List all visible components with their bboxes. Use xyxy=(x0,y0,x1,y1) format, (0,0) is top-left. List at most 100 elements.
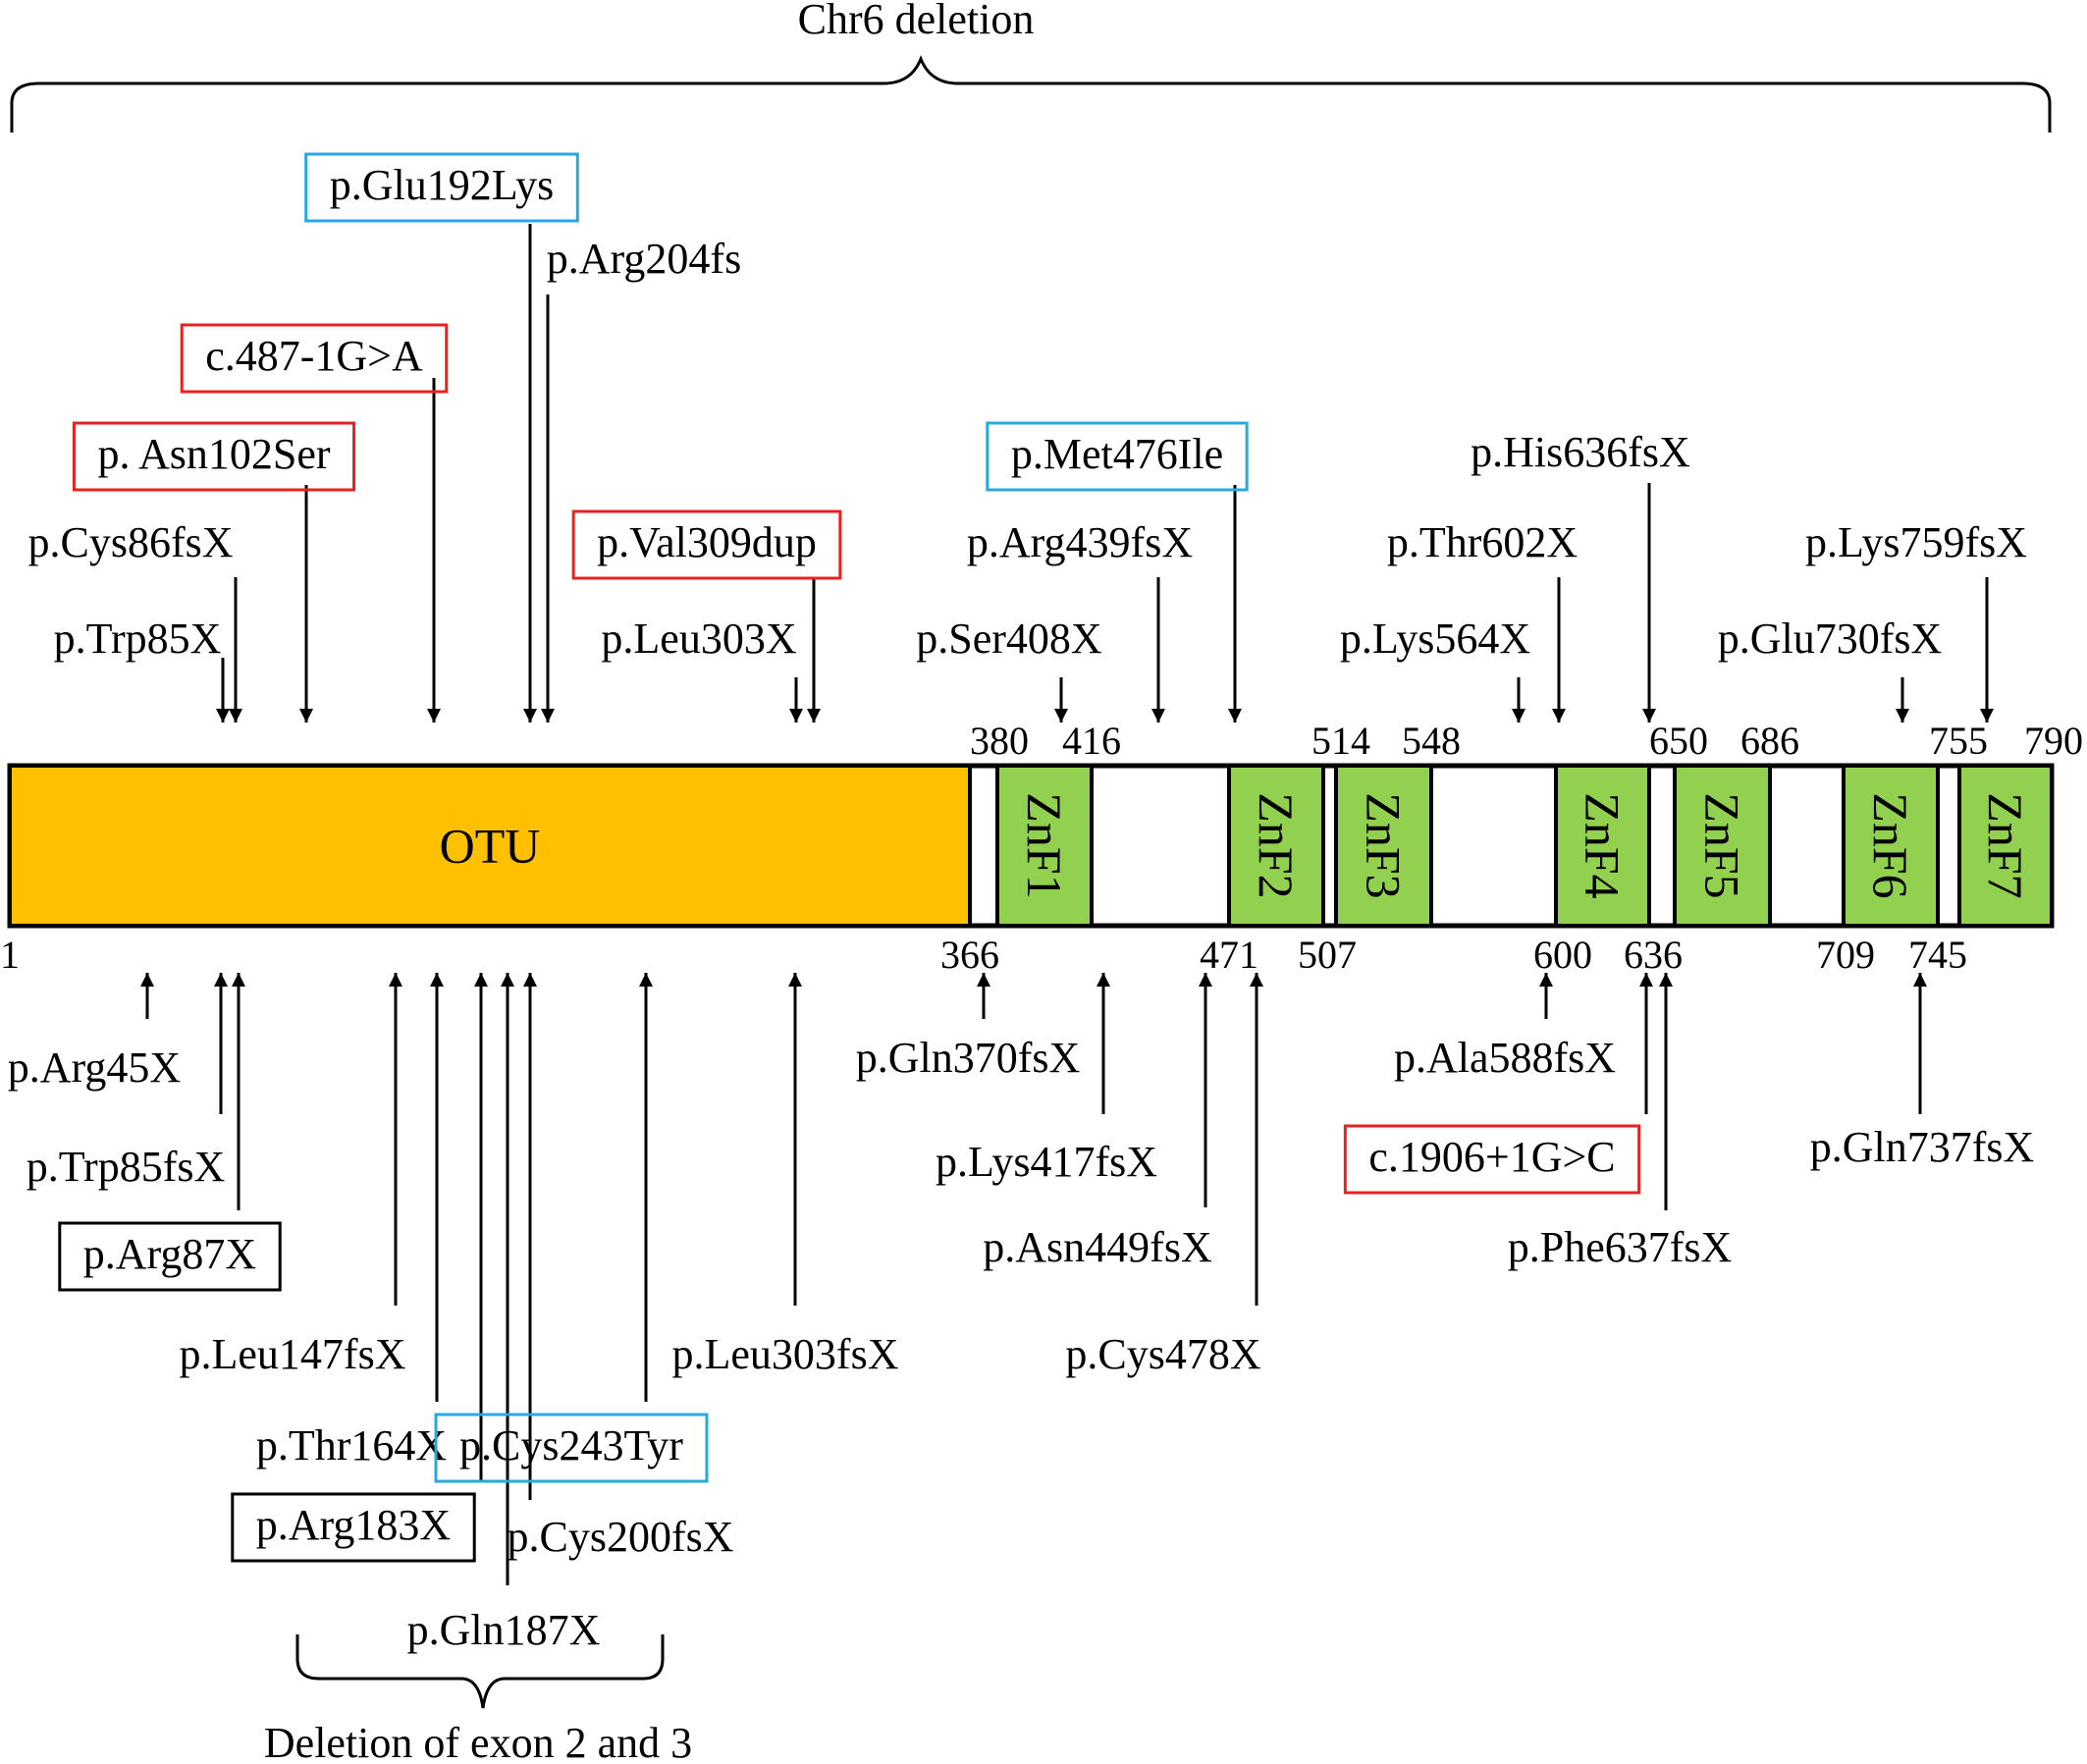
mutation-box-blue xyxy=(434,1413,709,1483)
protein-schematic: OTU ZnF1 ZnF2 ZnF3 ZnF4 ZnF5 ZnF6 ZnF7 xyxy=(7,763,2055,929)
domain-znf1-label: ZnF1 xyxy=(1017,792,1072,898)
mutation-label: p.Glu730fsX xyxy=(1718,615,1943,663)
mutation-p-val309dup: p.Val309dup xyxy=(571,509,842,580)
mutation-box-red xyxy=(571,509,842,580)
mutation-p-phe637fsx: p.Phe637fsX xyxy=(1508,1223,1733,1271)
mutation-p-arg87x: p.Arg87X xyxy=(58,1221,282,1292)
domain-znf3-label: ZnF3 xyxy=(1357,792,1412,898)
residue-number-top: 650 xyxy=(1649,719,1708,763)
mutation-c-1906-1g-c: c.1906+1G>C xyxy=(1343,1124,1641,1195)
mutation-p-lys417fsx: p.Lys417fsX xyxy=(936,1138,1157,1186)
mutation-box-blue xyxy=(986,421,1249,492)
residue-number-bottom: 366 xyxy=(940,933,999,977)
mutation-label: p.Lys564X xyxy=(1340,615,1530,663)
mutation-label: p.Leu147fsX xyxy=(180,1330,406,1378)
residue-number-bottom: 709 xyxy=(1816,933,1875,977)
mutation-label: p.Lys417fsX xyxy=(936,1138,1157,1186)
mutation-label: p.Trp85X xyxy=(54,615,222,663)
domain-znf5: ZnF5 xyxy=(1673,764,1772,928)
mutation-label: p.Arg439fsX xyxy=(967,518,1193,566)
mutation-p-his636fsx: p.His636fsX xyxy=(1471,428,1690,476)
mutation-p-glu730fsx: p.Glu730fsX xyxy=(1718,615,1943,663)
residue-number-top: 548 xyxy=(1402,719,1461,763)
domain-znf3-box xyxy=(1334,764,1433,928)
domain-znf5-box xyxy=(1673,764,1772,928)
mutation-label: p.Ala588fsX xyxy=(1394,1034,1616,1082)
mutation-label: p.Arg87X xyxy=(83,1230,256,1278)
mutation-p-asn449fsx: p.Asn449fsX xyxy=(983,1223,1211,1271)
mutation-p-thr164x: p.Thr164X xyxy=(256,1421,447,1470)
mutation-p-arg183x: p.Arg183X xyxy=(231,1492,476,1563)
exon-deletion-bracket xyxy=(295,1634,665,1709)
mutation-box-black xyxy=(231,1492,476,1563)
mutation-p-gln187x: p.Gln187X xyxy=(407,1606,601,1654)
chr6-deletion-label: Chr6 deletion xyxy=(798,0,1035,43)
mutation-p-lys564x: p.Lys564X xyxy=(1340,615,1530,663)
mutation-box-red xyxy=(1343,1124,1641,1195)
residue-number-bottom: 507 xyxy=(1298,933,1357,977)
domain-otu-label: OTU xyxy=(440,819,541,874)
mutation-p-arg204fs: p.Arg204fs xyxy=(547,235,741,283)
domain-znf4-label: ZnF4 xyxy=(1576,792,1631,898)
mutation-label: p.Gln187X xyxy=(407,1606,601,1654)
mutation-label: p.Met476Ile xyxy=(1011,430,1223,478)
mutation-label: p. Asn102Ser xyxy=(97,430,330,478)
mutation-p-ala588fsx: p.Ala588fsX xyxy=(1394,1034,1616,1082)
domain-znf7: ZnF7 xyxy=(1957,764,2054,928)
mutation-label: p.Val309dup xyxy=(597,518,817,566)
residue-number-top: 686 xyxy=(1740,719,1799,763)
exon-deletion-label: Deletion of exon 2 and 3 xyxy=(264,1719,692,1764)
mutation-label: p.Cys86fsX xyxy=(27,518,233,566)
exon-deletion-brace: Deletion of exon 2 and 3 xyxy=(264,1634,692,1764)
residue-number-top: 514 xyxy=(1311,719,1370,763)
mutation-labels: p.Glu192Lys p.Arg204fs c.487-1G>A p. Asn102… xyxy=(8,152,2035,1654)
domain-znf4: ZnF4 xyxy=(1554,764,1651,928)
mutation-p-met476ile: p.Met476Ile xyxy=(986,421,1249,492)
mutation-label: p.Cys478X xyxy=(1065,1330,1260,1378)
mutation-p-leu303fsx: p.Leu303fsX xyxy=(672,1330,899,1378)
domain-znf2-label: ZnF2 xyxy=(1249,792,1304,898)
mutation-label: p.Leu303fsX xyxy=(672,1330,899,1378)
mutation-label: p.His636fsX xyxy=(1471,428,1690,476)
mutation-box-red xyxy=(180,323,449,394)
mutation-label: p.Ser408X xyxy=(916,615,1101,663)
mutation-box-blue xyxy=(304,152,579,223)
residue-number-bottom: 745 xyxy=(1908,933,1967,977)
mutation-p-trp85x: p.Trp85X xyxy=(54,615,222,663)
mutation-p-cys200fsx: p.Cys200fsX xyxy=(507,1513,733,1561)
residue-number-bottom: 471 xyxy=(1200,933,1258,977)
domain-group: OTU ZnF1 ZnF2 ZnF3 ZnF4 ZnF5 ZnF6 ZnF7 xyxy=(8,764,2054,928)
residue-number-bottom: 1 xyxy=(0,933,20,977)
domain-znf6-label: ZnF6 xyxy=(1863,792,1918,898)
mutation-label: p.Leu303X xyxy=(601,615,796,663)
domain-znf6: ZnF6 xyxy=(1842,764,1940,928)
domain-znf1-box xyxy=(995,764,1094,928)
mutation-label: p.Cys200fsX xyxy=(507,1513,733,1561)
mutation-label: p.Thr164X xyxy=(256,1421,447,1470)
mutation-label: p.Gln737fsX xyxy=(1810,1123,2035,1171)
mutation-label: p.Cys243Tyr xyxy=(459,1421,683,1470)
domain-znf7-box xyxy=(1957,764,2054,928)
residue-number-bottom: 636 xyxy=(1624,933,1683,977)
chr6-deletion-bracket xyxy=(10,54,2052,133)
mutation-c-487-1g-a: c.487-1G>A xyxy=(180,323,449,394)
domain-znf4-box xyxy=(1554,764,1651,928)
mutation-p-cys478x: p.Cys478X xyxy=(1065,1330,1260,1378)
domain-otu-box xyxy=(8,764,972,928)
mutation-p-arg45x: p.Arg45X xyxy=(8,1043,181,1092)
mutation-label: p.Phe637fsX xyxy=(1508,1223,1733,1271)
mutation-p-gln737fsx: p.Gln737fsX xyxy=(1810,1123,2035,1171)
mutation-p-leu147fsx: p.Leu147fsX xyxy=(180,1330,406,1378)
residue-number-top: 416 xyxy=(1062,719,1121,763)
domain-znf5-label: ZnF5 xyxy=(1695,792,1750,898)
domain-znf7-label: ZnF7 xyxy=(1978,792,2033,898)
domain-znf6-box xyxy=(1842,764,1940,928)
domain-znf1: ZnF1 xyxy=(995,764,1094,928)
mutation-p-lys759fsx: p.Lys759fsX xyxy=(1805,518,2027,566)
mutation-label: c.487-1G>A xyxy=(205,332,423,380)
residue-number-top: 755 xyxy=(1929,719,1988,763)
mutation-label: p.Glu192Lys xyxy=(330,161,555,209)
